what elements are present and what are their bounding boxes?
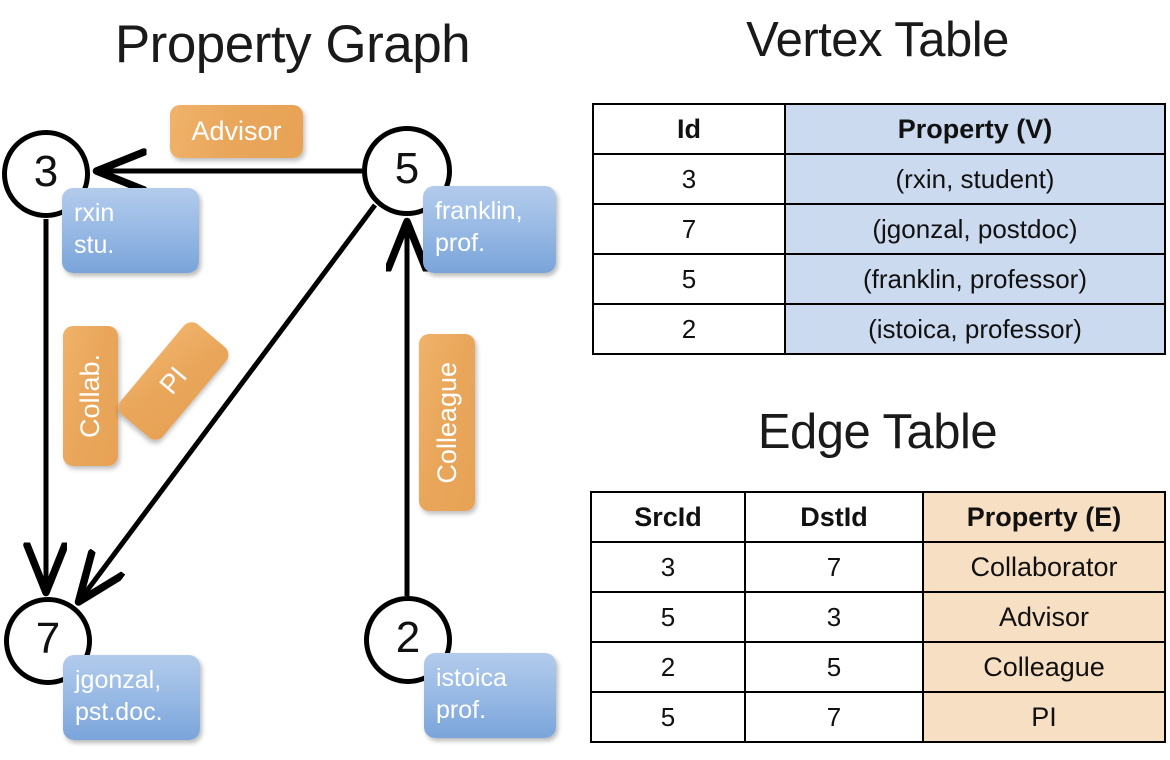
edge-label-collab-text: Collab. [75,353,105,439]
vertex-table-cell-id: 3 [592,153,786,205]
vertex-property-istoica-line2: prof. [436,696,487,724]
edge-table-cell-dstid: 7 [744,541,924,593]
vertex-table-cell-id: 5 [592,253,786,305]
page-title-vertex-table: Vertex Table [746,13,1009,67]
vertex-property-franklin-line1: franklin, [435,197,523,225]
edge-table-cell-dstid: 5 [744,641,924,693]
edge-table-cell-dstid: 7 [744,691,924,743]
vertex-property-box-jgonzal: jgonzal, pst.doc. [63,655,200,740]
vertex-property-box-istoica: istoica prof. [424,653,556,738]
edge-table-cell-property: Colleague [922,641,1166,693]
vertex-table-row: 5 (franklin, professor) [592,253,1166,305]
vertex-table-cell-property: (rxin, student) [784,153,1166,205]
edge-label-pi-text: PI [153,361,193,401]
edge-label-box-advisor: Advisor [170,105,303,158]
vertex-property-rxin-line2: stu. [74,231,115,259]
edge-table-cell-property: Advisor [922,591,1166,643]
edge-5-to-7-pi [80,203,378,600]
vertex-table: Id Property (V) 3 (rxin, student) 7 (jgo… [592,103,1166,355]
vertex-property-box-franklin: franklin, prof. [423,186,556,273]
edge-table-header-srcid: SrcId [590,491,746,543]
graph-vertex-3-label: 3 [33,147,59,196]
vertex-table-header-property: Property (V) [784,103,1166,155]
edge-label-box-collab: Collab. [63,326,118,466]
vertex-table-cell-property: (istoica, professor) [784,303,1166,355]
edge-label-box-colleague: Colleague [419,334,475,511]
graph-vertex-5-label: 5 [394,144,420,193]
edge-table-cell-srcid: 2 [590,641,746,693]
vertex-property-jgonzal-line2: pst.doc. [75,698,163,726]
edge-table-row: 3 7 Collaborator [590,541,1166,593]
edge-table-header-dstid: DstId [744,491,924,543]
vertex-property-box-rxin: rxin stu. [62,188,199,273]
edge-table-row: 5 7 PI [590,691,1166,743]
graph-vertex-2[interactable]: 2 [364,596,452,684]
vertex-table-cell-id: 7 [592,203,786,255]
edge-table-cell-srcid: 5 [590,591,746,643]
edge-table-header-row: SrcId DstId Property (E) [590,491,1166,543]
vertex-table-cell-id: 2 [592,303,786,355]
vertex-table-header-row: Id Property (V) [592,103,1166,155]
edge-table-header-property: Property (E) [922,491,1166,543]
graph-vertex-2-label: 2 [395,613,421,662]
vertex-table-header-id: Id [592,103,786,155]
edge-table-cell-srcid: 5 [590,691,746,743]
vertex-table-cell-property: (franklin, professor) [784,253,1166,305]
vertex-table-row: 3 (rxin, student) [592,153,1166,205]
vertex-property-istoica-line1: istoica [436,664,507,692]
page-title-property-graph: Property Graph [114,15,471,74]
edge-table: SrcId DstId Property (E) 3 7 Collaborato… [590,491,1166,743]
edge-table-row: 5 3 Advisor [590,591,1166,643]
graph-edges-canvas [0,0,585,760]
edge-label-advisor-text: Advisor [191,116,282,146]
graph-vertex-7-label: 7 [35,614,61,663]
vertex-property-rxin-line1: rxin [74,199,115,227]
edge-label-colleague-text: Colleague [431,361,462,484]
edge-table-cell-property: Collaborator [922,541,1166,593]
vertex-property-franklin-line2: prof. [435,229,486,257]
edge-table-cell-srcid: 3 [590,541,746,593]
edge-table-row: 2 5 Colleague [590,641,1166,693]
vertex-table-cell-property: (jgonzal, postdoc) [784,203,1166,255]
vertex-table-row: 7 (jgonzal, postdoc) [592,203,1166,255]
graph-vertex-5[interactable]: 5 [362,126,452,216]
vertex-property-jgonzal-line1: jgonzal, [75,666,162,694]
edge-table-cell-dstid: 3 [744,591,924,643]
page-title-edge-table: Edge Table [757,405,998,459]
edge-table-cell-property: PI [922,691,1166,743]
vertex-table-row: 2 (istoica, professor) [592,303,1166,355]
